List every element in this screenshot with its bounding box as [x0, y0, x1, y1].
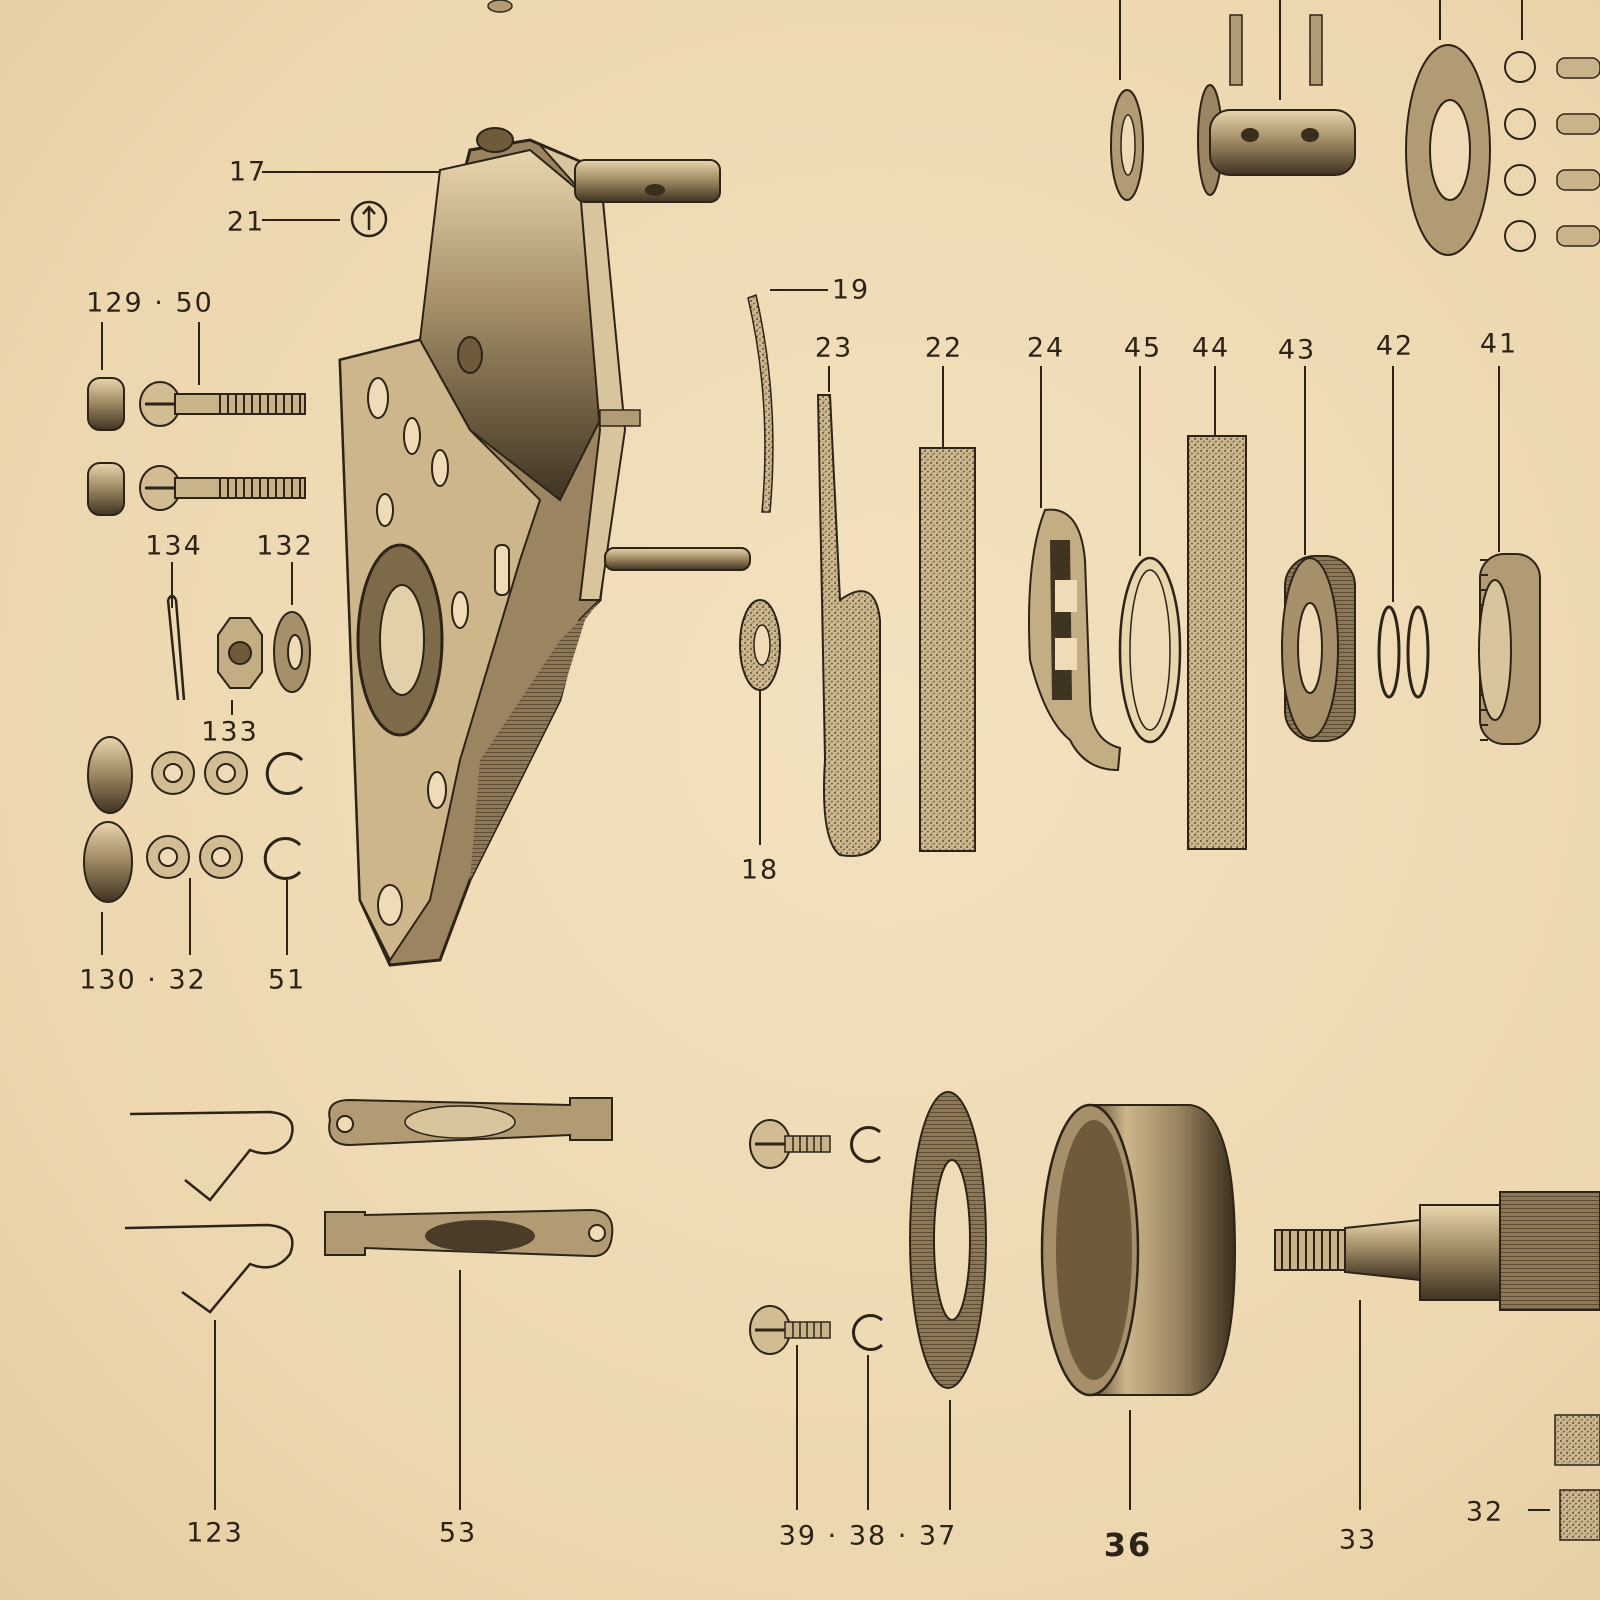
label-18: 18 — [740, 854, 780, 886]
caps-130 — [83, 736, 133, 903]
castle-nut-133 — [217, 617, 263, 689]
screws-50 — [139, 381, 306, 511]
label-33: 33 — [1338, 1524, 1378, 1556]
label-36: 36 — [1103, 1526, 1153, 1564]
label-133: 133 — [201, 716, 259, 748]
label-21: 21 — [226, 206, 266, 238]
label-123: 123 — [186, 1517, 244, 1549]
plate-37 — [909, 1091, 987, 1389]
levers-53 — [324, 1097, 614, 1258]
felt-strip-22 — [919, 447, 976, 852]
circlips-51 — [263, 752, 304, 880]
label-43: 43 — [1277, 334, 1317, 366]
caps-129 — [87, 377, 125, 516]
drum-36 — [1040, 1103, 1237, 1397]
label-41: 41 — [1479, 328, 1519, 360]
label-17: 17 — [228, 156, 268, 188]
rings-42 — [1377, 605, 1430, 699]
leader-lines — [101, 0, 1550, 1511]
seal-strip-23 — [816, 394, 881, 857]
label-23: 23 — [814, 332, 854, 364]
top-right-parts — [1110, 14, 1600, 256]
label-32-bottom: 32 — [1465, 1496, 1505, 1528]
label-132: 132 — [256, 530, 314, 562]
split-pin-134 — [166, 594, 186, 701]
gear-41 — [1478, 553, 1541, 745]
label-45: 45 — [1123, 332, 1163, 364]
label-24: 24 — [1026, 332, 1066, 364]
label-51: 51 — [267, 964, 307, 996]
shaft-33 — [1274, 1191, 1600, 1311]
nuts-32 — [146, 751, 248, 879]
label-44: 44 — [1191, 332, 1231, 364]
label-39-38-37: 39 · 38 · 37 — [778, 1520, 958, 1552]
washer-132 — [273, 611, 311, 693]
label-129-50: 129 · 50 — [86, 287, 214, 319]
clip-24 — [1028, 508, 1122, 772]
ring-45 — [1118, 556, 1182, 744]
housing-assembly — [338, 127, 751, 967]
bearing-43 — [1281, 555, 1356, 742]
label-22: 22 — [924, 332, 964, 364]
clips-38 — [850, 1126, 884, 1351]
blocks-32 — [1554, 1414, 1600, 1541]
symbol-21-icon — [350, 200, 388, 238]
top-fragment — [487, 0, 513, 13]
washer-18 — [739, 599, 781, 691]
label-130-32: 130 · 32 — [79, 964, 207, 996]
strip-19 — [747, 293, 774, 513]
screws-39 — [749, 1119, 831, 1355]
label-53: 53 — [438, 1517, 478, 1549]
label-134: 134 — [145, 530, 203, 562]
felt-strip-44 — [1187, 435, 1247, 850]
label-42: 42 — [1375, 330, 1415, 362]
label-19: 19 — [831, 274, 871, 306]
springs-123 — [124, 1110, 294, 1314]
